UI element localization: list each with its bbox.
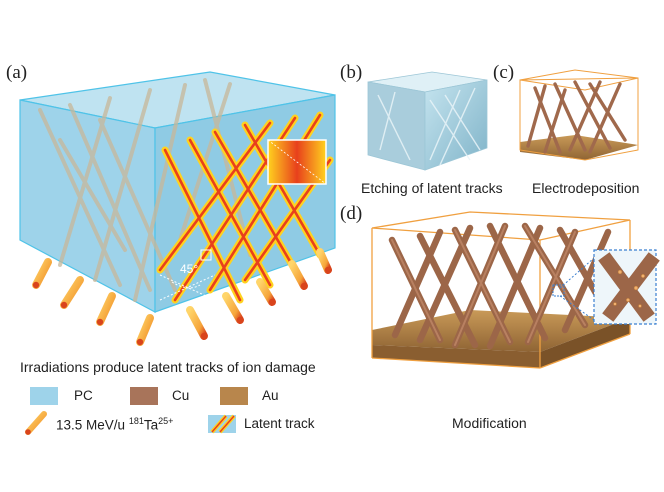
ion-charge: 25+ — [158, 416, 174, 426]
legend-label-au: Au — [262, 388, 279, 403]
ion-symbol: Ta — [143, 417, 159, 433]
angle-label: 45° — [180, 262, 199, 276]
legend-label-pc: PC — [74, 388, 93, 403]
legend-swatch-latent — [208, 414, 236, 434]
legend-swatch-pc — [30, 387, 58, 405]
nanowire-zoom-marker — [552, 284, 565, 297]
panel-label-d: (d) — [340, 203, 363, 224]
legend-swatch-ion — [25, 411, 47, 435]
panel-label-a: (a) — [6, 62, 28, 83]
ion-mass: 181 — [128, 416, 144, 426]
panel-a-graphic — [19, 71, 336, 346]
caption-panel-d: Modification — [452, 415, 527, 431]
caption-panel-b: Etching of latent tracks — [361, 180, 503, 196]
small-wire-frame — [519, 69, 639, 161]
cu-nanowires — [388, 222, 614, 350]
caption-panel-c: Electrodeposition — [532, 180, 640, 196]
legend-swatches — [25, 387, 248, 435]
ion-energy: 13.5 MeV/u — [56, 417, 126, 433]
panel-c-graphic — [519, 69, 639, 161]
incoming-ions — [32, 248, 332, 346]
gold-substrate-edge — [372, 345, 540, 368]
legend-swatch-au — [220, 387, 248, 405]
caption-panel-a: Irradiations produce latent tracks of io… — [20, 359, 316, 375]
panel-d-graphic — [371, 211, 660, 369]
etched-box-side — [424, 79, 488, 171]
gold-substrate-edge-right — [540, 318, 630, 368]
legend-label-latent: Latent track — [244, 416, 315, 431]
etched-box-front — [367, 81, 426, 171]
legend-label-cu: Cu — [172, 388, 190, 403]
panel-label-b: (b) — [340, 62, 363, 83]
panel-label-c: (c) — [493, 62, 515, 83]
legend-label-ion: 13.5 MeV/u 181Ta25+ — [56, 416, 173, 433]
zoom-marker — [200, 249, 212, 261]
legend-swatch-cu — [130, 387, 158, 405]
panel-b-graphic — [367, 71, 488, 171]
